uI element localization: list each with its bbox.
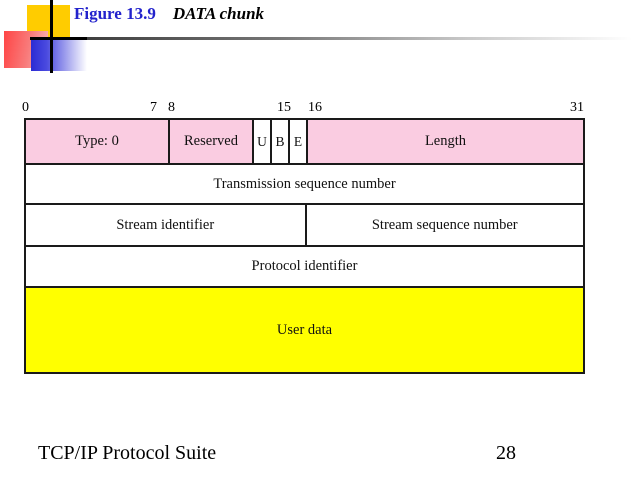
field-protocol-identifier: Protocol identifier: [26, 247, 583, 286]
packet-row-stream: Stream identifier Stream sequence number: [24, 203, 585, 245]
slide-footer: TCP/IP Protocol Suite 28: [0, 440, 638, 470]
bit-tick-15: 15: [277, 100, 291, 115]
packet-row-protocol-identifier: Protocol identifier: [24, 245, 585, 286]
decoration-horizontal-bar: [30, 37, 105, 40]
figure-title: Figure 13.9 DATA chunk: [74, 4, 264, 24]
field-flag-e: E: [288, 120, 306, 163]
figure-name: DATA chunk: [172, 4, 265, 23]
packet-row-user-data: User data: [24, 286, 585, 374]
field-stream-sequence-number: Stream sequence number: [304, 205, 583, 245]
decoration-blue-square: [31, 40, 87, 71]
bit-tick-31: 31: [570, 100, 584, 115]
field-length: Length: [306, 120, 583, 163]
field-reserved: Reserved: [168, 120, 252, 163]
field-transmission-sequence-number: Transmission sequence number: [26, 165, 583, 203]
title-divider-rule: [87, 37, 632, 40]
decoration-vertical-line: [50, 0, 53, 73]
data-chunk-packet-diagram: Type: 0 Reserved U B E Length Transmissi…: [24, 118, 585, 374]
packet-row-header: Type: 0 Reserved U B E Length: [24, 118, 585, 163]
figure-number: Figure 13.9: [74, 4, 156, 23]
bit-tick-16: 16: [308, 100, 322, 115]
footer-page-number: 28: [496, 442, 516, 464]
footer-title: TCP/IP Protocol Suite: [38, 442, 217, 464]
field-flag-u: U: [252, 120, 270, 163]
slide-header-decoration: [0, 0, 300, 90]
packet-row-transmission-sequence-number: Transmission sequence number: [24, 163, 585, 203]
field-type: Type: 0: [26, 120, 168, 163]
field-stream-identifier: Stream identifier: [26, 205, 305, 245]
field-user-data: User data: [26, 288, 583, 372]
bit-tick-7: 7: [150, 100, 157, 115]
field-flag-b: B: [270, 120, 288, 163]
bit-tick-8: 8: [168, 100, 175, 115]
bit-tick-0: 0: [22, 100, 29, 115]
